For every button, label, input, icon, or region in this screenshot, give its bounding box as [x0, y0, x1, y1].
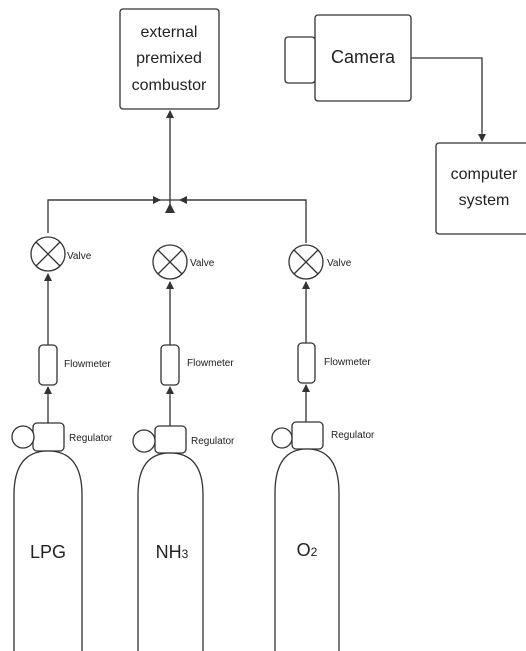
- junction-up-arrowhead: [165, 203, 175, 213]
- regulator-label: Regulator: [69, 433, 113, 444]
- regulator: [154, 425, 187, 454]
- o2-branch-line: [179, 196, 307, 243]
- o2-train: Valve Flowmeter Regulator O2: [271, 244, 375, 651]
- flowmeter: [160, 344, 180, 386]
- pressure-gauge-icon: [132, 429, 156, 453]
- regulator-label: Regulator: [191, 436, 235, 447]
- lpg-branch-line: [47, 196, 161, 233]
- camera-box: Camera: [284, 14, 412, 102]
- pressure-gauge-icon: [271, 427, 293, 449]
- combustor-label-line3: combustor: [132, 77, 207, 94]
- camera-lens: [284, 36, 316, 84]
- camera-to-computer-arrow: [411, 57, 486, 142]
- valve-label: Valve: [327, 258, 352, 269]
- valve-icon: [288, 244, 324, 280]
- nh3-train: Valve Flowmeter Regulator NH3: [132, 244, 235, 651]
- cylinder-label: LPG: [30, 542, 66, 562]
- flowmeter: [38, 344, 58, 386]
- flowmeter: [297, 342, 316, 384]
- combustor-label-line2: premixed: [136, 50, 202, 67]
- camera-label: Camera: [331, 47, 396, 67]
- valve-label: Valve: [67, 251, 92, 262]
- lpg-train: Valve Flowmeter Regulator LPG: [11, 236, 113, 651]
- flowmeter-label: Flowmeter: [324, 357, 371, 368]
- cylinder-label: NH3: [156, 542, 189, 562]
- combustor-box: external premixed combustor: [119, 8, 220, 110]
- computer-label-line1: computer: [451, 166, 518, 183]
- computer-label-line2: system: [459, 192, 510, 209]
- regulator: [32, 422, 65, 452]
- regulator-label: Regulator: [331, 430, 375, 441]
- valve-icon: [30, 236, 66, 272]
- valve-label: Valve: [190, 258, 215, 269]
- gas-cylinder: [274, 448, 340, 651]
- combustor-label-line1: external: [141, 24, 198, 41]
- pressure-gauge-icon: [11, 425, 35, 449]
- valve-icon: [152, 244, 188, 280]
- regulator: [291, 421, 324, 450]
- gas-cylinder: [13, 450, 83, 651]
- flowmeter-label: Flowmeter: [187, 358, 234, 369]
- computer-box: computer system: [435, 142, 526, 235]
- cylinder-label: O2: [297, 540, 318, 560]
- gas-cylinder: [137, 452, 204, 651]
- flowmeter-label: Flowmeter: [64, 359, 111, 370]
